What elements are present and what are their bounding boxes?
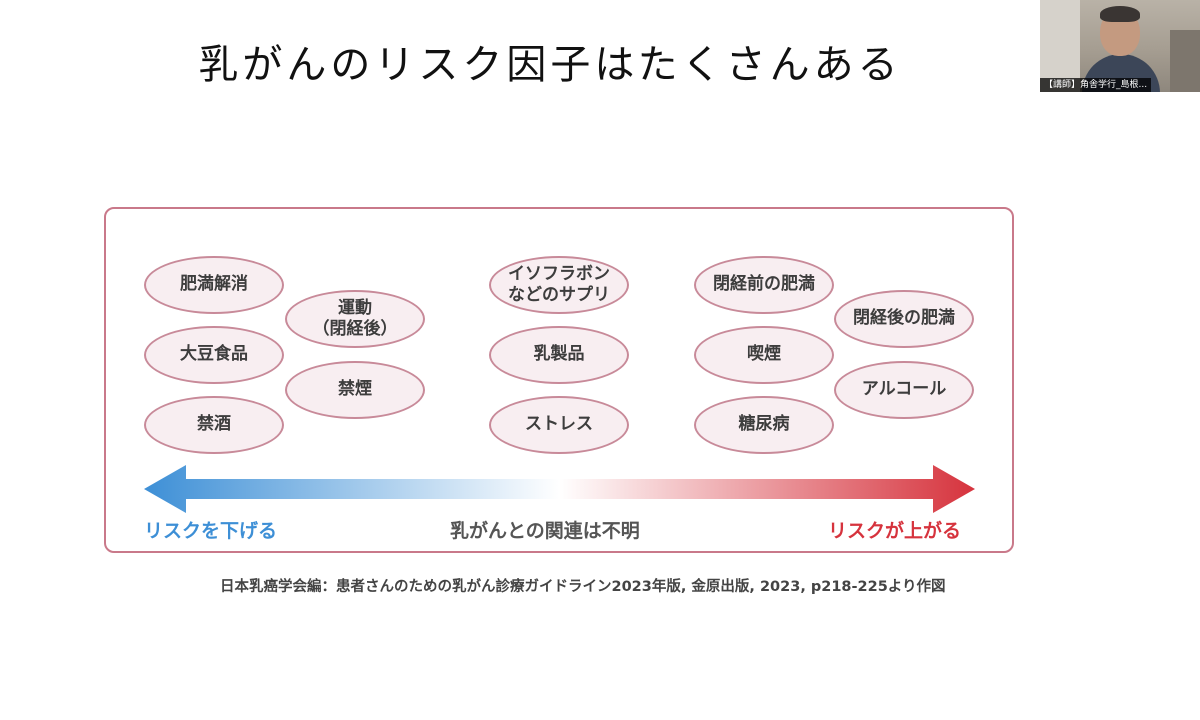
factor-bubble-decrease: 運動 （閉経後） bbox=[285, 290, 425, 348]
video-background-shelf bbox=[1170, 30, 1200, 92]
participant-name-label: 【講師】角舎学行_島根... bbox=[1040, 78, 1152, 92]
factor-bubble-increase: アルコール bbox=[834, 361, 974, 419]
scale-label-increase: リスクが上がる bbox=[828, 520, 962, 542]
factor-bubble-increase: 喫煙 bbox=[694, 326, 834, 384]
participant-video-tile[interactable]: 【講師】角舎学行_島根... bbox=[1040, 0, 1200, 92]
scale-label-decrease: リスクを下げる bbox=[144, 520, 278, 542]
slide-title: 乳がんのリスク因子はたくさんある bbox=[198, 42, 902, 88]
video-background-window bbox=[1040, 0, 1080, 92]
participant-hair bbox=[1100, 6, 1140, 22]
factor-bubble-unclear: イソフラボン などのサプリ bbox=[489, 256, 629, 314]
scale-label-unclear: 乳がんとの関連は不明 bbox=[450, 520, 640, 542]
factor-bubble-decrease: 肥満解消 bbox=[144, 256, 284, 314]
factor-bubble-decrease: 禁煙 bbox=[285, 361, 425, 419]
double-headed-arrow bbox=[144, 465, 975, 513]
factor-bubble-increase: 閉経後の肥満 bbox=[834, 290, 974, 348]
factor-bubble-increase: 閉経前の肥満 bbox=[694, 256, 834, 314]
factor-bubble-unclear: ストレス bbox=[489, 396, 629, 454]
factor-bubble-decrease: 大豆食品 bbox=[144, 326, 284, 384]
factor-bubble-decrease: 禁酒 bbox=[144, 396, 284, 454]
factor-bubble-unclear: 乳製品 bbox=[489, 326, 629, 384]
factor-bubble-increase: 糖尿病 bbox=[694, 396, 834, 454]
source-citation: 日本乳癌学会編：患者さんのための乳がん診療ガイドライン2023年版, 金原出版,… bbox=[220, 579, 946, 595]
